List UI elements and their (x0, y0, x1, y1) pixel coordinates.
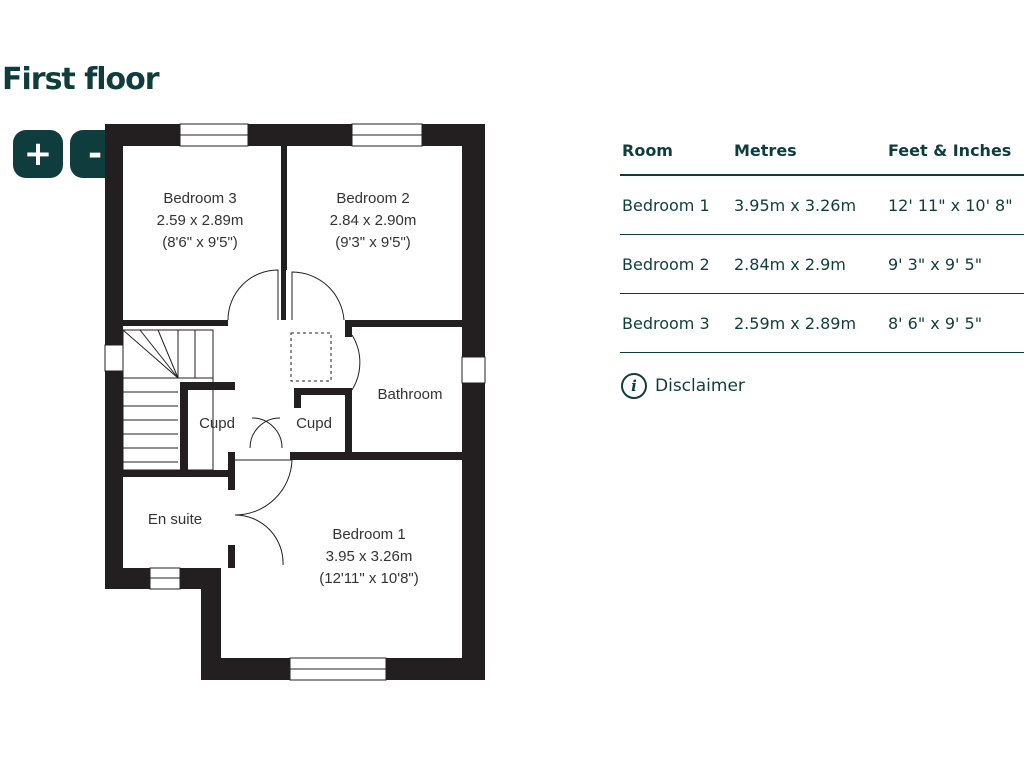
table-row: Bedroom 2 2.84m x 2.9m 9' 3" x 9' 5" (620, 234, 1024, 294)
cupd-right-label: Cupd (296, 415, 332, 432)
bedroom2-metric: 2.84 x 2.90m (330, 212, 417, 229)
bedroom2-name: Bedroom 2 (336, 190, 409, 207)
col-feet-inches: Feet & Inches (886, 126, 1024, 176)
table-cell: 2.84m x 2.9m (732, 234, 886, 294)
bedroom1-imperial: (12'11" x 10'8") (319, 570, 419, 587)
table-cell: Bedroom 2 (620, 234, 732, 294)
bedroom1-name: Bedroom 1 (332, 526, 405, 543)
zoom-in-button[interactable]: + (13, 130, 63, 178)
table-header-row: Room Metres Feet & Inches (620, 126, 1024, 176)
loft-hatch (290, 332, 332, 382)
bedroom2-imperial: (9'3" x 9'5") (335, 234, 411, 251)
bedroom3-imperial: (8'6" x 9'5") (162, 234, 238, 251)
table-cell: Bedroom 3 (620, 293, 732, 353)
disclaimer-link[interactable]: i Disclaimer (621, 373, 745, 399)
table-cell: 2.59m x 2.89m (732, 293, 886, 353)
col-metres: Metres (732, 126, 886, 176)
cupd-left-label: Cupd (199, 415, 235, 432)
info-icon: i (621, 373, 647, 399)
floor-title: First floor (2, 62, 160, 97)
table-cell: 9' 3" x 9' 5" (886, 234, 1024, 294)
disclaimer-label: Disclaimer (655, 376, 745, 396)
bedroom3-name: Bedroom 3 (163, 190, 236, 207)
col-room: Room (620, 126, 732, 176)
staircase (122, 329, 214, 471)
table-row: Bedroom 3 2.59m x 2.89m 8' 6" x 9' 5" (620, 293, 1024, 353)
floor-plan: Bedroom 3 2.59 x 2.89m (8'6" x 9'5") Bed… (104, 123, 486, 681)
table-row: Bedroom 1 3.95m x 3.26m 12' 11" x 10' 8" (620, 175, 1024, 235)
ensuite-label: En suite (148, 511, 202, 528)
bedroom3-metric: 2.59 x 2.89m (157, 212, 244, 229)
table-cell: 8' 6" x 9' 5" (886, 293, 1024, 353)
table-cell: Bedroom 1 (620, 175, 732, 235)
bathroom-label: Bathroom (377, 386, 442, 403)
bedroom1-metric: 3.95 x 3.26m (326, 548, 413, 565)
table-cell: 12' 11" x 10' 8" (886, 175, 1024, 235)
table-cell: 3.95m x 3.26m (732, 175, 886, 235)
doors (227, 269, 361, 566)
room-dimensions-table: Room Metres Feet & Inches Bedroom 1 3.95… (620, 126, 1024, 353)
